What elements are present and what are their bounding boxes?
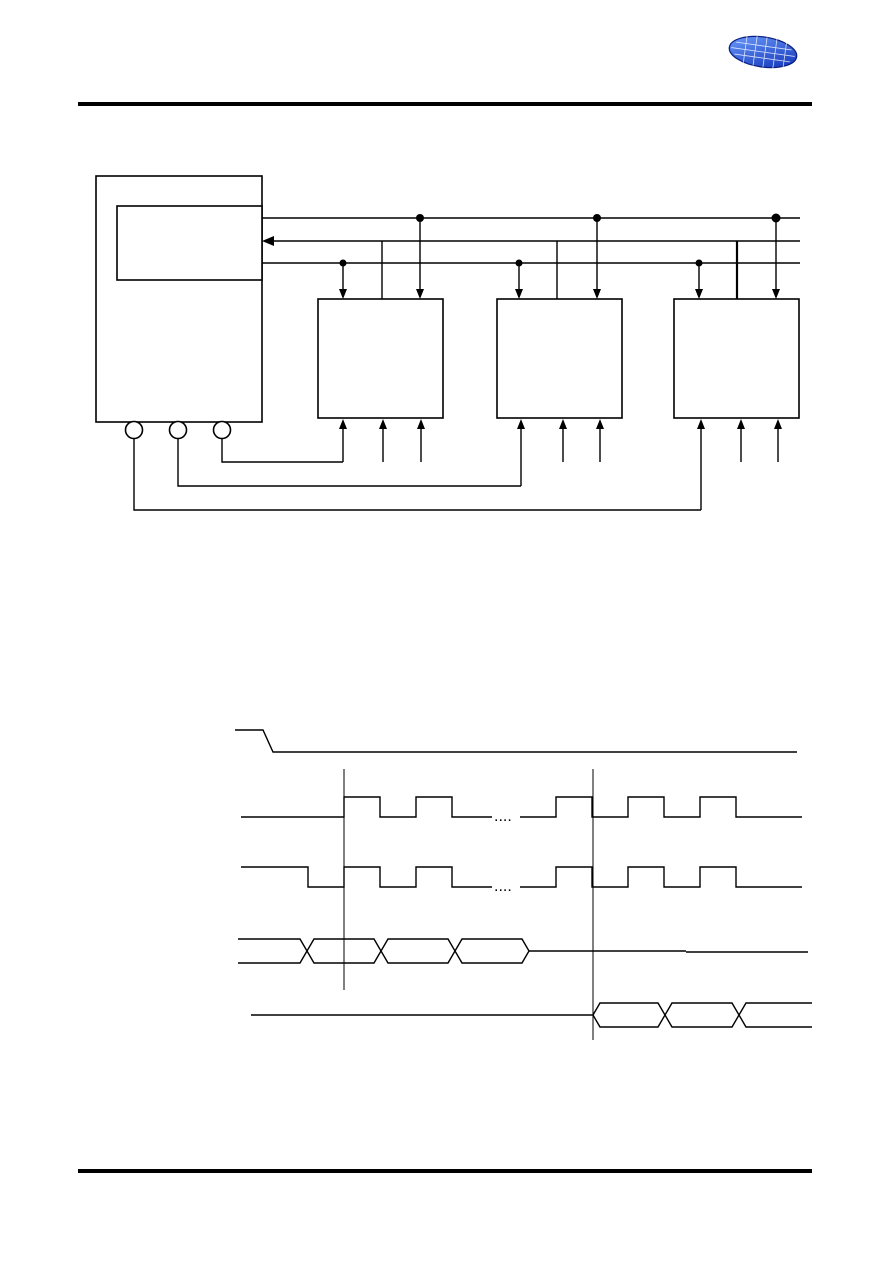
timing-ellipsis: .... bbox=[494, 878, 512, 895]
timing-ellipsis: .... bbox=[494, 808, 512, 825]
timing-signal-4 bbox=[238, 938, 808, 964]
chip-select-pin-3 bbox=[212, 420, 232, 440]
timing-signal-2 bbox=[241, 796, 492, 818]
block-diagram bbox=[95, 175, 800, 511]
slave-device-2 bbox=[496, 298, 623, 419]
wafer-logo-icon bbox=[728, 35, 798, 69]
chip-select-pin-1 bbox=[124, 420, 144, 440]
bus-arrow-left bbox=[262, 236, 274, 246]
chip-select-pin-2 bbox=[168, 420, 188, 440]
timing-diagram: .... .... bbox=[235, 729, 812, 1040]
timing-signal-1 bbox=[235, 729, 797, 753]
master-interface-block bbox=[116, 205, 263, 281]
slave-device-3 bbox=[673, 298, 800, 419]
timing-signal-3 bbox=[241, 866, 492, 888]
timing-signal-5 bbox=[251, 1002, 812, 1028]
slave-device-1 bbox=[317, 298, 444, 419]
